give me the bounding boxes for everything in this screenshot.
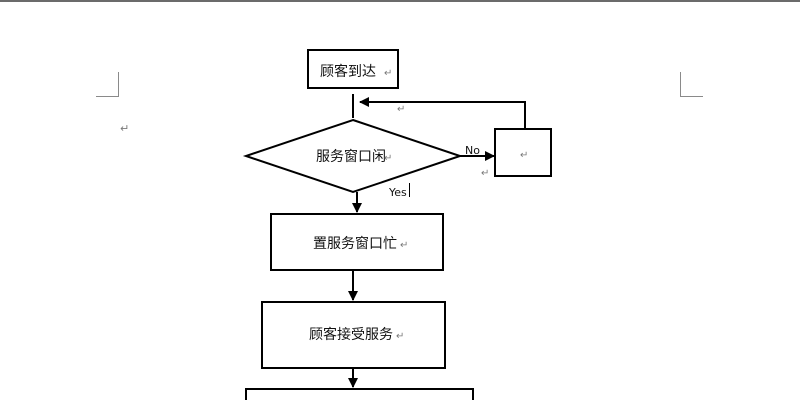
page-top-border bbox=[0, 0, 800, 2]
paragraph-mark: ↵ bbox=[397, 104, 405, 115]
paragraph-mark: ↵ bbox=[120, 122, 130, 135]
paragraph-mark: ↵ bbox=[520, 150, 528, 161]
paragraph-mark: ↵ bbox=[384, 153, 392, 164]
node-arrive-box bbox=[307, 49, 399, 89]
paragraph-mark: ↵ bbox=[396, 331, 404, 342]
edge-no-label: No bbox=[465, 144, 480, 157]
edge-loop-back bbox=[359, 97, 526, 128]
node-window-idle-diamond bbox=[242, 118, 464, 194]
node-set-busy-box bbox=[270, 213, 444, 271]
node-receive-service-label: 顾客接受服务 bbox=[309, 326, 393, 343]
paragraph-mark: ↵ bbox=[481, 168, 489, 179]
crop-mark-top-right bbox=[680, 72, 703, 97]
paragraph-mark: ↵ bbox=[400, 240, 408, 251]
node-arrive-label: 顾客到达 bbox=[320, 63, 376, 80]
paragraph-mark: ↵ bbox=[384, 68, 392, 79]
node-set-busy-label: 置服务窗口忙 bbox=[313, 235, 397, 252]
crop-mark-top-left bbox=[96, 72, 119, 97]
edge-yes-label: Yes bbox=[388, 186, 407, 199]
node-wait-box bbox=[494, 128, 552, 177]
node-next-box bbox=[245, 388, 474, 400]
text-cursor bbox=[409, 183, 410, 197]
node-receive-service-box bbox=[261, 301, 446, 369]
node-window-idle-label: 服务窗口闲 bbox=[316, 148, 386, 165]
